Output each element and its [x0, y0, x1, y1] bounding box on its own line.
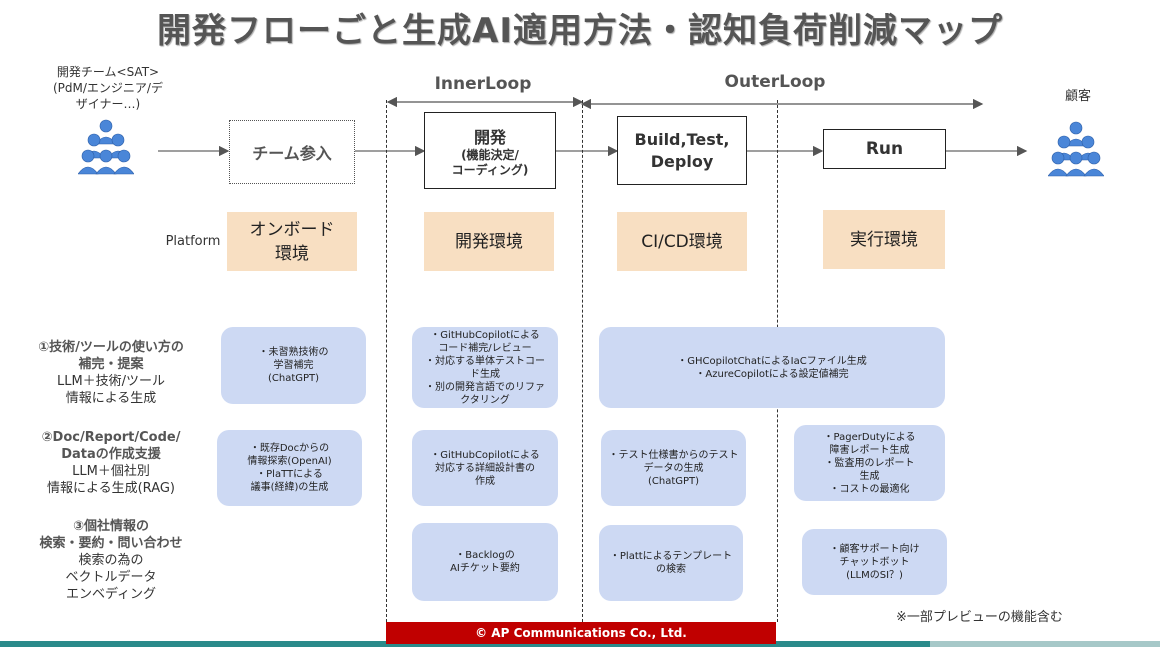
phase-build-test-deploy: Build,Test, Deploy [617, 116, 747, 185]
cell-line: の検索 [656, 564, 686, 575]
phase-development-sub: コーディング) [451, 162, 529, 177]
phase-development-sub: (機能決定/ [461, 147, 519, 162]
cell-line: ・AzureCopilotによる設定値補完 [695, 368, 849, 380]
cell-line: チャットボット [839, 556, 910, 568]
outerloop-label: OuterLoop [724, 72, 826, 92]
team-label-line: (PdM/エンジニア/デ [53, 81, 163, 95]
cell-line: コード補完/レビュー [438, 342, 532, 354]
phase-run: Run [823, 129, 946, 169]
cell-line: (ChatGPT) [267, 373, 320, 384]
env-onboarding: オンボード 環境 [227, 212, 357, 271]
customer-label: 顧客 [1064, 89, 1091, 104]
cell-line: 対応する詳細設計書の [435, 462, 535, 474]
cell-line: 生成 [859, 470, 880, 482]
platform-label: Platform [165, 234, 221, 249]
cell-line: データの生成 [643, 462, 704, 474]
category-1-title: ①技術/ツールの使い方の [38, 340, 184, 355]
cell-line: ・対応する単体テストコー [425, 355, 545, 367]
category-3-label: ③個社情報の 検索・要約・問い合わせ 検索の為の ベクトルデータ エンベディング [18, 518, 204, 603]
people-group-icon [1048, 121, 1104, 177]
cell-tech-development: ・GitHubCopilotによる コード補完/レビュー ・対応する単体テストコ… [412, 327, 558, 408]
phase-team-join: チーム参入 [229, 120, 355, 184]
cell-line: ・顧客サポート向け [829, 543, 920, 555]
category-1-desc: 情報による生成 [65, 391, 157, 406]
innerloop-right-boundary [582, 100, 583, 622]
cell-line: 作成 [475, 475, 495, 487]
phase-build-line: Deploy [650, 151, 714, 171]
category-3-desc: 検索の為の [78, 553, 144, 568]
phase-build-line: Build,Test, [634, 129, 730, 149]
category-2-title: Dataの作成支援 [61, 447, 161, 462]
cell-line: ・GitHubCopilotによる [430, 449, 540, 461]
cell-line: ・監査用のレポート [824, 457, 915, 469]
cell-line: AIチケット要約 [450, 563, 520, 574]
cell-line: ・別の開発言語でのリファ [425, 381, 545, 393]
cell-line: ・PagerDutyによる [823, 431, 916, 443]
category-3-desc: ベクトルデータ [65, 570, 157, 585]
team-label-line: 開発チーム<SAT> [56, 65, 160, 79]
phase-development-title: 開発 [473, 127, 506, 147]
category-1-desc: LLM＋技術/ツール [56, 374, 166, 389]
cell-line: (LLMのSI？) [846, 569, 903, 581]
phase-development: 開発 (機能決定/ コーディング) [424, 112, 556, 189]
category-2-desc: LLM＋個社別 [72, 464, 150, 479]
cell-line: ・GHCopilotChatによるIaCファイル生成 [677, 355, 867, 367]
cell-search-run: ・顧客サポート向け チャットボット (LLMのSI？) [802, 529, 947, 595]
innerloop-label: InnerLoop [434, 74, 532, 94]
category-2-title: ②Doc/Report/Code/ [41, 430, 181, 445]
cell-line: (ChatGPT) [647, 475, 700, 487]
cell-line: ・Backlogの [455, 550, 515, 561]
cell-tech-onboarding: ・未習熟技術の 学習補完 (ChatGPT) [221, 327, 366, 404]
cell-line: ・GitHubCopilotによる [430, 329, 540, 341]
cell-line: ・PlaTTによる [256, 469, 323, 480]
innerloop-left-boundary [386, 100, 387, 622]
env-cicd: CI/CD環境 [617, 212, 747, 271]
category-3-title: 検索・要約・問い合わせ [39, 536, 183, 551]
cell-doc-onboarding: ・既存Docからの 情報探索(OpenAI) ・PlaTTによる 議事(経緯)の… [217, 430, 362, 506]
env-onboarding-line: オンボード [249, 219, 335, 240]
category-3-title: ③個社情報の [72, 519, 149, 534]
cell-line: ・既存Docからの [249, 443, 330, 454]
cell-line: ・コストの最適化 [829, 483, 910, 495]
cell-line: 情報探索(OpenAI) [247, 456, 332, 467]
category-2-desc: 情報による生成(RAG) [47, 481, 175, 496]
category-3-desc: エンベディング [65, 587, 157, 602]
cell-line: ・Plattによるテンプレート [609, 551, 733, 562]
cell-line: 学習補完 [273, 360, 314, 371]
team-label-line: ザイナー…) [75, 97, 141, 111]
copyright-footer: © AP Communications Co., Ltd. [386, 622, 776, 644]
cell-line: ・未習熟技術の [258, 347, 329, 358]
cell-line: 議事(経緯)の生成 [250, 482, 329, 493]
env-execution: 実行環境 [823, 210, 945, 269]
cell-doc-development: ・GitHubCopilotによる 対応する詳細設計書の 作成 [412, 430, 558, 506]
preview-note: ※一部プレビューの機能含む [896, 610, 1063, 625]
team-label: 開発チーム<SAT> (PdM/エンジニア/デ ザイナー…) [38, 64, 178, 112]
cell-line: クタリング [460, 394, 510, 406]
category-2-label: ②Doc/Report/Code/ Dataの作成支援 LLM＋個社別 情報によ… [18, 429, 204, 497]
cell-line: ド生成 [470, 368, 500, 380]
page-title: 開発フローごと生成AI適用方法・認知負荷削減マップ [157, 10, 1003, 51]
cell-doc-build: ・テスト仕様書からのテスト データの生成 (ChatGPT) [601, 430, 746, 506]
cell-line: 障害レポート生成 [829, 444, 910, 456]
people-group-icon [78, 119, 134, 175]
env-development: 開発環境 [424, 212, 554, 271]
cell-doc-run: ・PagerDutyによる 障害レポート生成 ・監査用のレポート 生成 ・コスト… [794, 425, 945, 501]
cell-line: ・テスト仕様書からのテスト [608, 449, 739, 461]
cell-tech-outerloop: ・GHCopilotChatによるIaCファイル生成 ・AzureCopilot… [599, 327, 945, 408]
env-onboarding-line: 環境 [275, 243, 309, 264]
cell-search-development: ・Backlogの AIチケット要約 [412, 523, 558, 601]
cell-search-build: ・Plattによるテンプレート の検索 [599, 525, 743, 601]
category-1-title: 補完・提案 [78, 357, 144, 372]
category-1-label: ①技術/ツールの使い方の 補完・提案 LLM＋技術/ツール 情報による生成 [18, 339, 204, 407]
